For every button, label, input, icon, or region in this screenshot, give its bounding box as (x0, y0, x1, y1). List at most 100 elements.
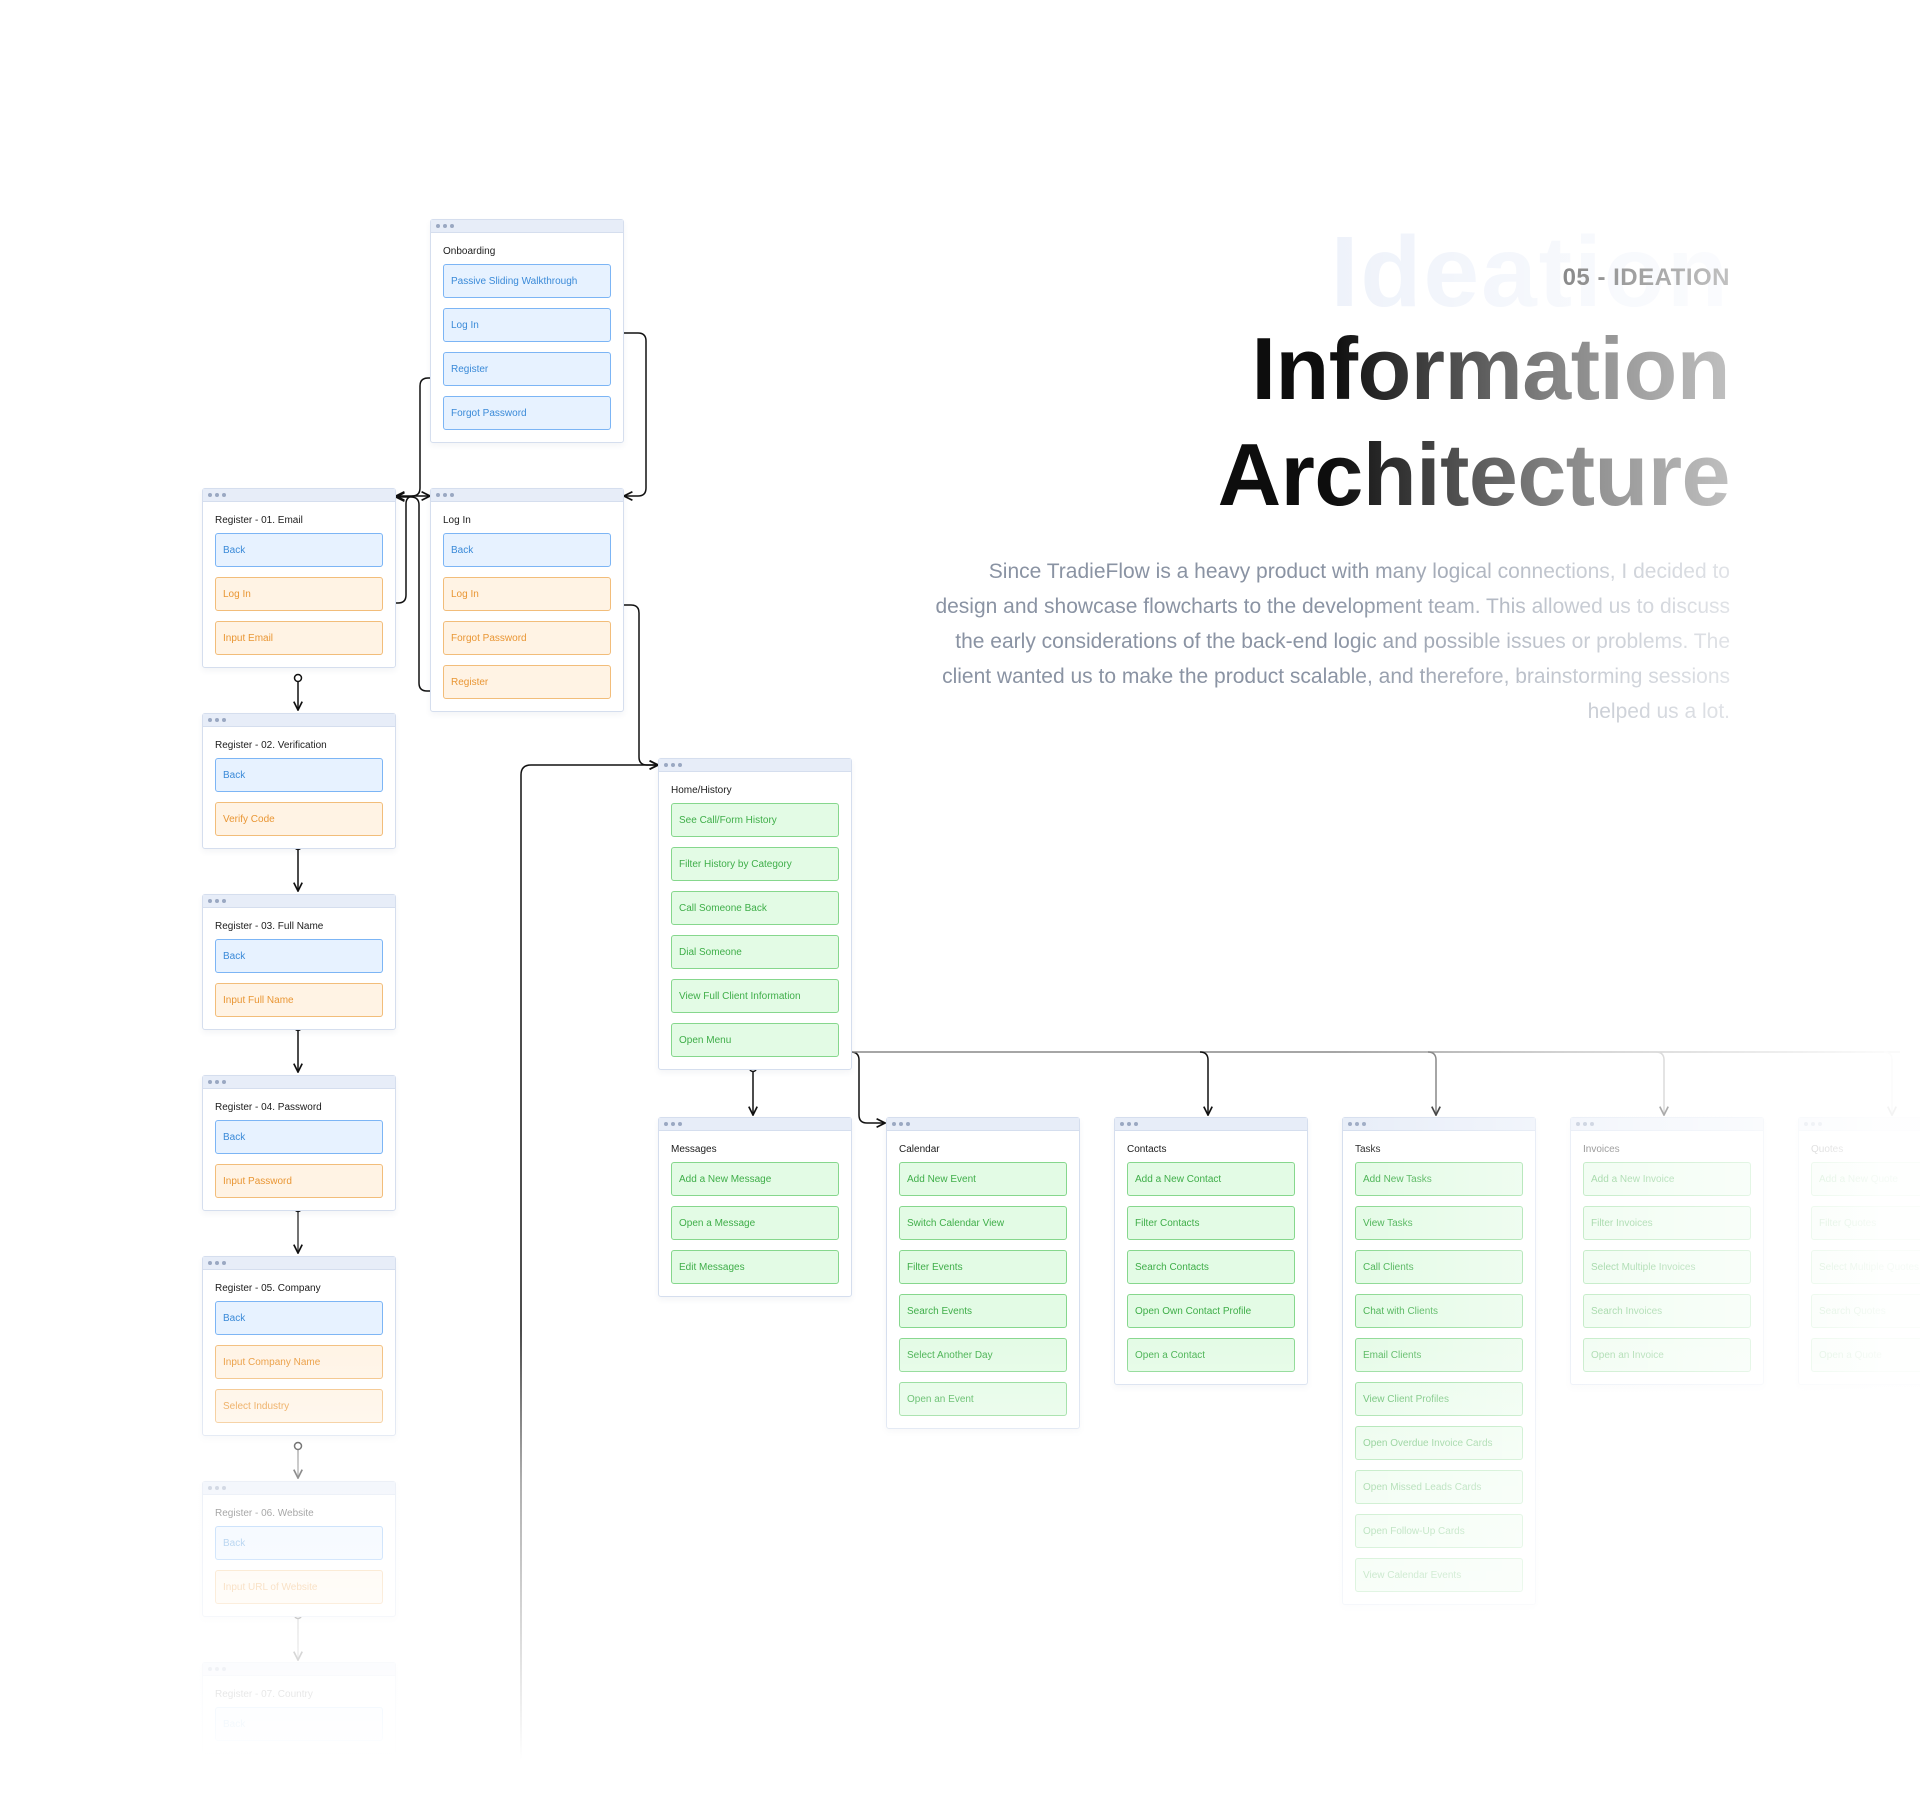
flow-step-register-country-0: Back (215, 1707, 383, 1741)
window-dot-icon (678, 1122, 682, 1126)
window-dot-icon (671, 763, 675, 767)
card-title: Contacts (1127, 1144, 1167, 1155)
window-dot-icon (215, 718, 219, 722)
window-dot-icon (208, 1667, 212, 1671)
card-title: Calendar (899, 1144, 940, 1155)
card-title: Register - 06. Website (215, 1508, 314, 1519)
card-title: Register - 03. Full Name (215, 921, 324, 932)
flow-step-invoices-4: Open an Invoice (1583, 1338, 1751, 1372)
connector-menu-contacts (1199, 1051, 1208, 1115)
window-dot-icon (222, 1667, 226, 1671)
card-window-bar (203, 1257, 395, 1270)
window-dot-icon (671, 1122, 675, 1126)
card-title: Messages (671, 1144, 717, 1155)
node-reg-1 (293, 673, 303, 683)
card-title: Tasks (1355, 1144, 1381, 1155)
card-window-bar (203, 1663, 395, 1676)
page-title-line-1: Information (1251, 319, 1731, 418)
flow-step-calendar-4: Select Another Day (899, 1338, 1067, 1372)
window-dot-icon (436, 224, 440, 228)
card-items: Back (203, 1707, 395, 1753)
window-dot-icon (1348, 1122, 1352, 1126)
flow-step-tasks-3: Chat with Clients (1355, 1294, 1523, 1328)
window-dot-icon (892, 1122, 896, 1126)
window-dot-icon (664, 763, 668, 767)
card-window-bar (203, 895, 395, 908)
flow-step-onboarding-2: Register (443, 352, 611, 386)
flow-step-register-company-0: Back (215, 1301, 383, 1335)
flow-step-register-password-0: Back (215, 1120, 383, 1154)
window-dot-icon (1811, 1122, 1815, 1126)
flow-step-tasks-4: Email Clients (1355, 1338, 1523, 1372)
window-dot-icon (215, 1080, 219, 1084)
window-dot-icon (222, 1261, 226, 1265)
flow-step-calendar-5: Open an Event (899, 1382, 1067, 1416)
window-dot-icon (1127, 1122, 1131, 1126)
flow-step-contacts-1: Filter Contacts (1127, 1206, 1295, 1240)
flow-step-contacts-2: Search Contacts (1127, 1250, 1295, 1284)
card-window-bar (431, 489, 623, 502)
connector-side-home (520, 765, 658, 1800)
card-title: Register - 04. Password (215, 1102, 322, 1113)
connector-menu-invoices (1655, 1051, 1664, 1115)
window-dot-icon (208, 493, 212, 497)
card-title: Invoices (1583, 1144, 1620, 1155)
flow-step-register-verification-1: Verify Code (215, 802, 383, 836)
flow-step-tasks-7: Open Missed Leads Cards (1355, 1470, 1523, 1504)
window-dot-icon (450, 224, 454, 228)
flow-step-login-1: Log In (443, 577, 611, 611)
flow-step-home-history-0: See Call/Form History (671, 803, 839, 837)
window-dot-icon (450, 493, 454, 497)
flow-step-home-history-5: Open Menu (671, 1023, 839, 1057)
card-window-bar (203, 1076, 395, 1089)
flow-step-invoices-0: Add a New Invoice (1583, 1162, 1751, 1196)
flow-step-onboarding-3: Forgot Password (443, 396, 611, 430)
window-dot-icon (436, 493, 440, 497)
card-title: Register - 01. Email (215, 515, 303, 526)
window-dot-icon (208, 1486, 212, 1490)
flow-step-register-company-2: Select Industry (215, 1389, 383, 1423)
flow-step-login-0: Back (443, 533, 611, 567)
flow-step-contacts-4: Open a Contact (1127, 1338, 1295, 1372)
card-window-bar (659, 759, 851, 772)
flow-step-register-email-0: Back (215, 533, 383, 567)
window-dot-icon (1362, 1122, 1366, 1126)
card-window-bar (1571, 1118, 1763, 1131)
card-title: Register - 05. Company (215, 1283, 321, 1294)
flow-step-quotes-4: Open a Quote (1811, 1338, 1920, 1372)
window-dot-icon (443, 493, 447, 497)
card-window-bar (1115, 1118, 1307, 1131)
flow-step-calendar-3: Search Events (899, 1294, 1067, 1328)
window-dot-icon (1583, 1122, 1587, 1126)
window-dot-icon (678, 763, 682, 767)
flow-step-register-fullname-1: Input Full Name (215, 983, 383, 1017)
flow-step-tasks-2: Call Clients (1355, 1250, 1523, 1284)
flow-step-register-email-1: Log In (215, 577, 383, 611)
card-window-bar (203, 714, 395, 727)
card-window-bar (203, 1482, 395, 1495)
card-title: Onboarding (443, 246, 496, 257)
window-dot-icon (222, 493, 226, 497)
window-dot-icon (1134, 1122, 1138, 1126)
flow-step-register-website-1: Input URL of Website (215, 1570, 383, 1604)
node-reg-5 (293, 1441, 303, 1451)
window-dot-icon (208, 718, 212, 722)
flow-step-contacts-3: Open Own Contact Profile (1127, 1294, 1295, 1328)
window-dot-icon (222, 899, 226, 903)
window-dot-icon (208, 1080, 212, 1084)
